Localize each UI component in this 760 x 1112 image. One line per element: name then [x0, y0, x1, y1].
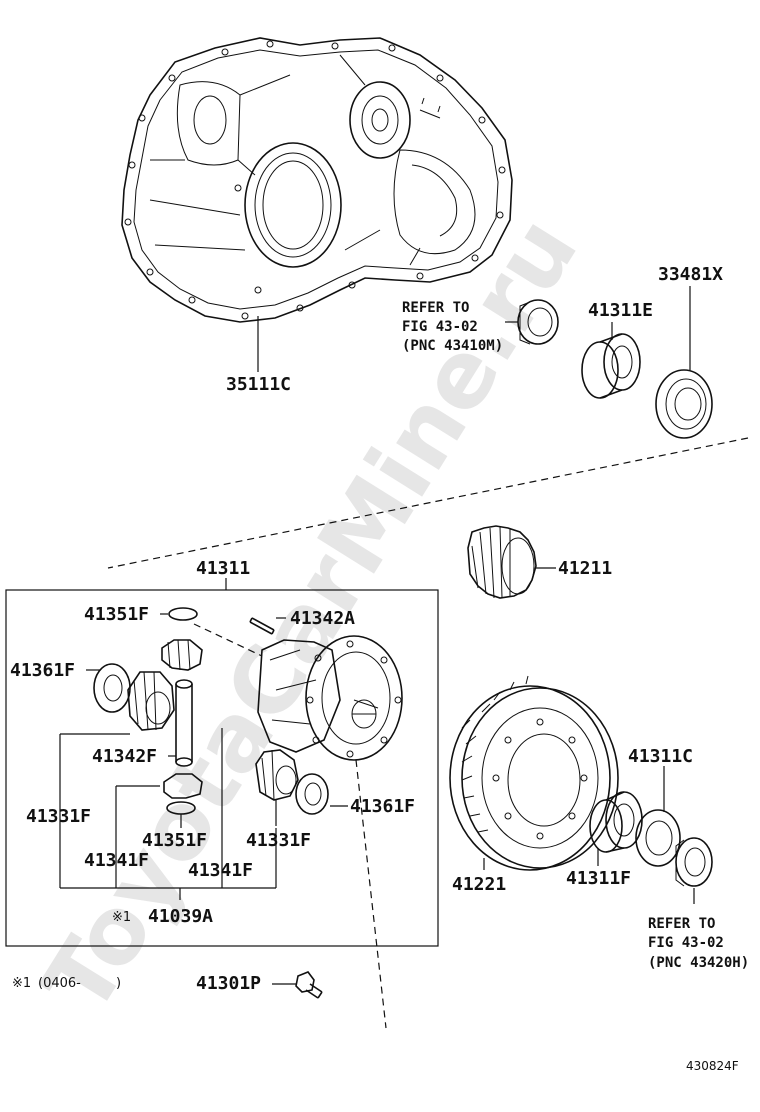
- washer-left: [93, 663, 131, 713]
- label-pin: 41342A: [290, 608, 355, 629]
- label-ring-gear: 41221: [452, 874, 506, 895]
- differential-case: [257, 635, 403, 761]
- footnote-marker: ※1: [12, 976, 31, 991]
- left-side-gear: [127, 671, 175, 731]
- top-small-pinion: [161, 639, 203, 671]
- kit-bracket: [59, 728, 277, 900]
- label-shaft: 41342F: [92, 746, 157, 767]
- footnote-close: ): [116, 976, 121, 991]
- bottom-small-pinion: [163, 773, 203, 799]
- ring-gear: [449, 675, 619, 871]
- lower-oil-seal: [675, 837, 713, 887]
- refer-lower-line1: REFER TO: [648, 916, 715, 932]
- pinion-gear: [467, 525, 537, 599]
- refer-upper-line1: REFER TO: [402, 300, 469, 316]
- refer-upper-line2: FIG 43-02: [402, 319, 478, 335]
- footnote-text: (0406-: [38, 976, 81, 991]
- label-upper-oil-seal: 33481X: [658, 264, 723, 285]
- washer-right: [295, 773, 329, 815]
- axis-line-lower: [355, 759, 387, 1029]
- label-bolt: 41301P: [196, 973, 261, 994]
- upper-oil-seal: [655, 369, 713, 439]
- label-washer-top: 41351F: [84, 604, 149, 625]
- figure-code: 430824F: [686, 1059, 739, 1073]
- label-washer-bottom: 41351F: [142, 830, 207, 851]
- label-washer-left: 41361F: [10, 660, 75, 681]
- label-washer-right: 41361F: [350, 796, 415, 817]
- label-lower-bearing: 41311F: [566, 868, 631, 889]
- axis-line-pin: [193, 623, 263, 657]
- transaxle-housing: [121, 37, 513, 323]
- refer-lower-line3: (PNC 43420H): [648, 955, 749, 971]
- pin-41342A: [249, 617, 275, 635]
- label-pinion-gear: 41211: [558, 558, 612, 579]
- upper-bearing: [581, 333, 641, 399]
- label-left-side-gear: 41331F: [26, 806, 91, 827]
- label-pinion-left: 41341F: [84, 850, 149, 871]
- washer-top: [168, 607, 198, 621]
- shim: [635, 809, 681, 867]
- kit-marker: ※1: [112, 910, 131, 925]
- label-pinion-right: 41341F: [188, 860, 253, 881]
- label-upper-bearing: 41311E: [588, 300, 653, 321]
- refer-lower-line2: FIG 43-02: [648, 935, 724, 951]
- label-shim: 41311C: [628, 746, 693, 767]
- label-kit: 41039A: [148, 906, 213, 927]
- label-assembly: 41311: [196, 558, 250, 579]
- right-side-gear: [255, 749, 299, 801]
- assembly-box: [5, 589, 439, 947]
- refer-upper-line3: (PNC 43410M): [402, 338, 503, 354]
- bolt-41301P: [295, 971, 323, 999]
- axis-line-upper: [107, 437, 749, 569]
- shaft-41342F: [175, 679, 193, 767]
- label-housing: 35111C: [226, 374, 291, 395]
- label-right-side-gear: 41331F: [246, 830, 311, 851]
